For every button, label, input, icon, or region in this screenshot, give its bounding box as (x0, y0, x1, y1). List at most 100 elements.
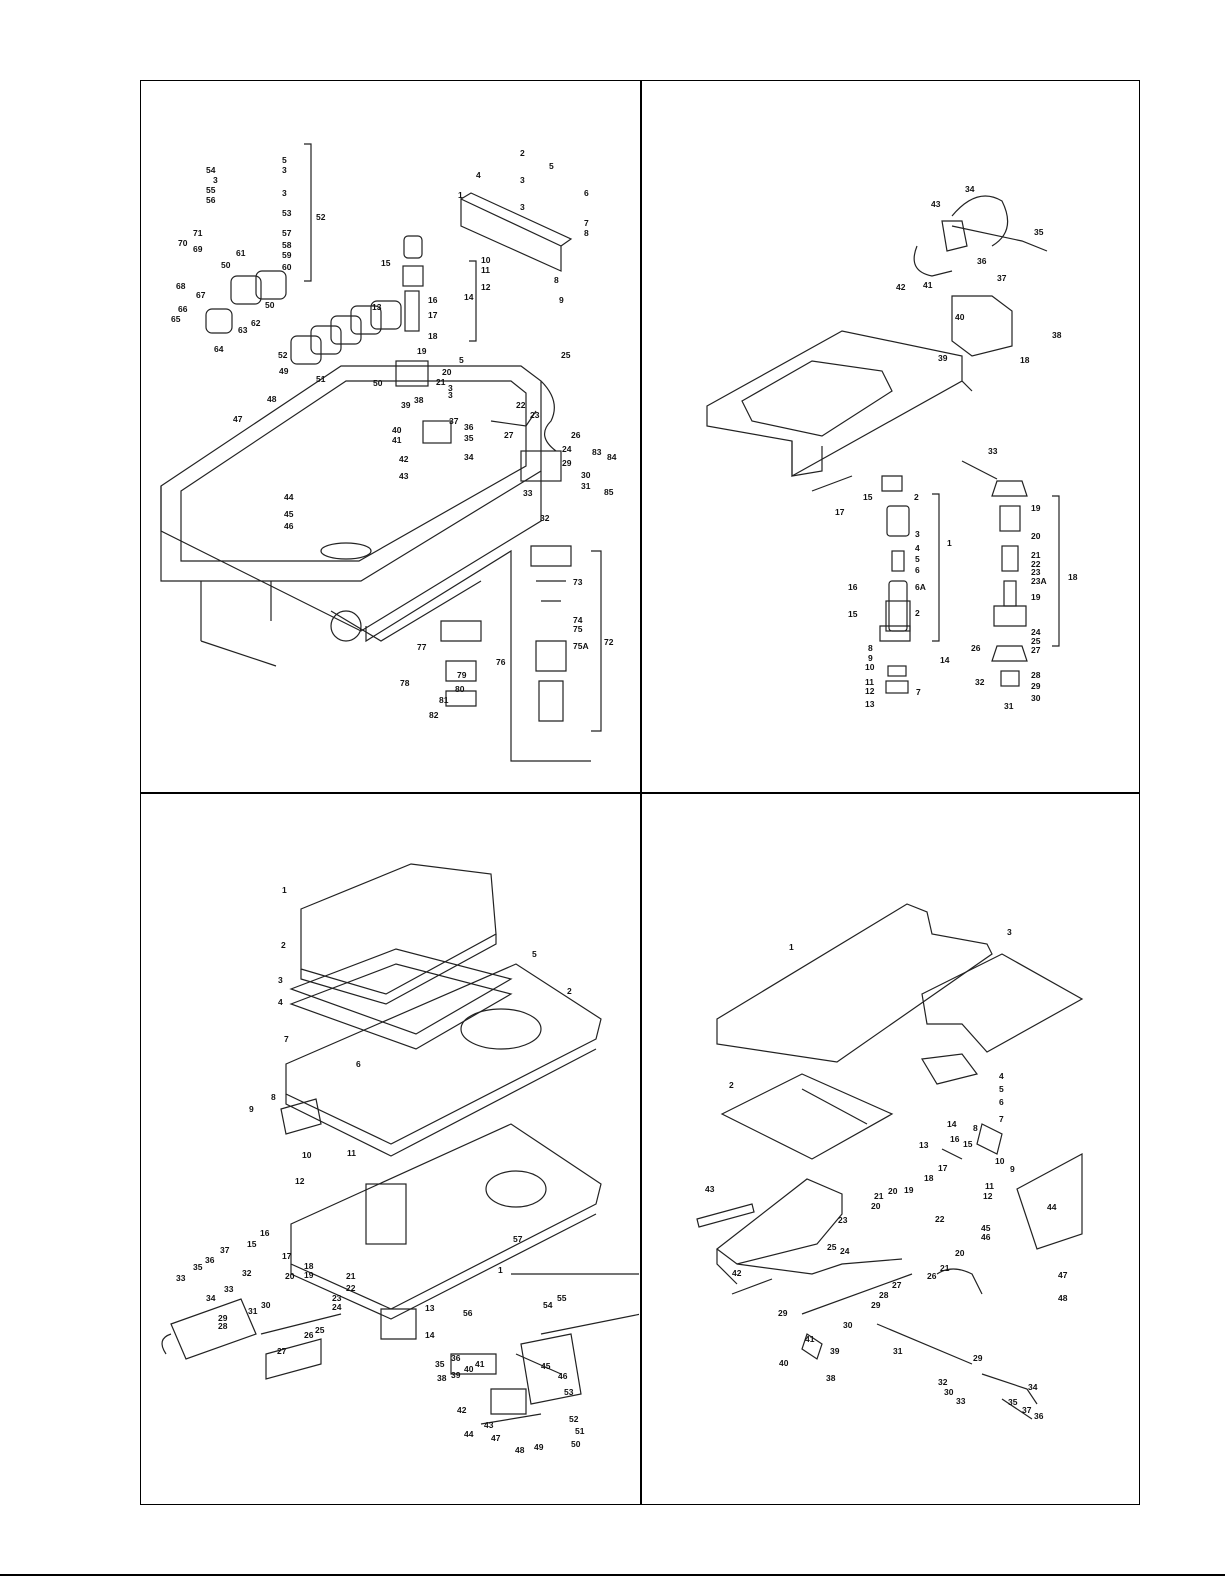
callout-42: 42 (399, 454, 409, 464)
callout-34: 34 (1028, 1382, 1038, 1392)
callout-52: 52 (569, 1414, 579, 1424)
callout-49: 49 (534, 1442, 544, 1452)
callout-6: 6 (999, 1097, 1004, 1107)
callout-15: 15 (247, 1239, 257, 1249)
callout-20: 20 (442, 367, 452, 377)
callout-22: 22 (516, 400, 526, 410)
callout-5: 5 (915, 554, 920, 564)
callout-1: 1 (947, 538, 952, 548)
callout-28: 28 (1031, 670, 1041, 680)
bracket-4 (921, 1053, 979, 1085)
callout-38: 38 (826, 1373, 836, 1383)
callout-3: 3 (282, 188, 287, 198)
callout-68: 68 (176, 281, 186, 291)
callout-15: 15 (381, 258, 391, 268)
callout-25: 25 (315, 1325, 325, 1335)
callout-12: 12 (481, 282, 491, 292)
callout-36: 36 (451, 1353, 461, 1363)
callout-32: 32 (938, 1377, 948, 1387)
callout-44: 44 (1047, 1202, 1057, 1212)
callout-48: 48 (1058, 1293, 1068, 1303)
callout-39: 39 (938, 353, 948, 363)
callout-48: 48 (267, 394, 277, 404)
callout-9: 9 (1010, 1164, 1015, 1174)
callout-21: 21 (436, 377, 446, 387)
callout-23: 23 (838, 1215, 848, 1225)
callout-4: 4 (915, 543, 920, 553)
callout-39: 39 (830, 1346, 840, 1356)
callout-21: 21 (1031, 550, 1041, 560)
callout-36: 36 (977, 256, 987, 266)
callout-26: 26 (571, 430, 581, 440)
callout-52: 52 (316, 212, 326, 222)
callout-33: 33 (176, 1273, 186, 1283)
callout-64: 64 (214, 344, 224, 354)
callout-18: 18 (304, 1261, 314, 1271)
base-tray (160, 365, 542, 582)
callout-13: 13 (865, 699, 875, 709)
tabletop-linkage-drawing (696, 903, 1084, 1420)
callout-34: 34 (464, 452, 474, 462)
callout-80: 80 (455, 684, 465, 694)
callout-26: 26 (304, 1330, 314, 1340)
callout-53: 53 (564, 1387, 574, 1397)
callout-41: 41 (805, 1334, 815, 1344)
callout-3: 3 (520, 175, 525, 185)
callout-19: 19 (1031, 503, 1041, 513)
callout-12: 12 (865, 686, 875, 696)
gasket-4 (289, 963, 513, 1050)
callout-13: 13 (919, 1140, 929, 1150)
callout-22: 22 (346, 1283, 356, 1293)
callout-1: 1 (282, 885, 287, 895)
gasket-3 (289, 948, 513, 1035)
callout-18: 18 (1020, 355, 1030, 365)
callout-8: 8 (271, 1092, 276, 1102)
callout-37: 37 (449, 416, 459, 426)
callout-3: 3 (915, 529, 920, 539)
callout-84: 84 (607, 452, 617, 462)
callout-23: 23 (530, 410, 540, 420)
callout-37: 37 (220, 1245, 230, 1255)
callout-11: 11 (865, 677, 874, 687)
callout-70: 70 (178, 238, 188, 248)
callout-77: 77 (417, 642, 427, 652)
callout-32: 32 (540, 513, 550, 523)
callout-5: 5 (549, 161, 554, 171)
horizontal-divider (140, 792, 1140, 794)
callout-2: 2 (914, 492, 919, 502)
callout-27: 27 (1031, 645, 1041, 655)
callout-75: 75 (573, 624, 583, 634)
callout-26: 26 (927, 1271, 937, 1281)
callout-3: 3 (278, 975, 283, 985)
callout-6A: 6A (915, 582, 926, 592)
callout-18: 18 (428, 331, 438, 341)
callout-32: 32 (242, 1268, 252, 1278)
callout-45: 45 (284, 509, 294, 519)
tabletop-extension-3 (921, 953, 1084, 1053)
callout-3: 3 (1007, 927, 1012, 937)
seat-frame-drawing (161, 863, 639, 1425)
callout-50: 50 (265, 300, 275, 310)
callout-54: 54 (543, 1300, 553, 1310)
callout-6: 6 (356, 1059, 361, 1069)
callout-76: 76 (496, 657, 506, 667)
panel-valve-base-assembly: 54 3 55 56 5 3 3 53 52 71 70 69 57 58 59… (141, 81, 639, 791)
callout-35: 35 (1008, 1397, 1018, 1407)
callout-36: 36 (1034, 1411, 1044, 1421)
callout-3: 3 (282, 165, 287, 175)
callout-67: 67 (196, 290, 206, 300)
callout-40: 40 (779, 1358, 789, 1368)
callout-41: 41 (392, 435, 402, 445)
callout-29: 29 (562, 458, 572, 468)
panel-column-cylinder-assembly: 34 43 35 36 37 42 41 40 38 39 18 33 17 1… (642, 81, 1139, 791)
side-plate-8 (280, 1098, 322, 1135)
callout-29: 29 (218, 1313, 228, 1323)
callout-22: 22 (935, 1214, 945, 1224)
callout-9: 9 (868, 653, 873, 663)
callout-5: 5 (532, 949, 537, 959)
callout-47: 47 (491, 1433, 501, 1443)
callout-50: 50 (221, 260, 231, 270)
callout-14: 14 (425, 1330, 435, 1340)
callout-43: 43 (705, 1184, 715, 1194)
callout-4: 4 (476, 170, 481, 180)
